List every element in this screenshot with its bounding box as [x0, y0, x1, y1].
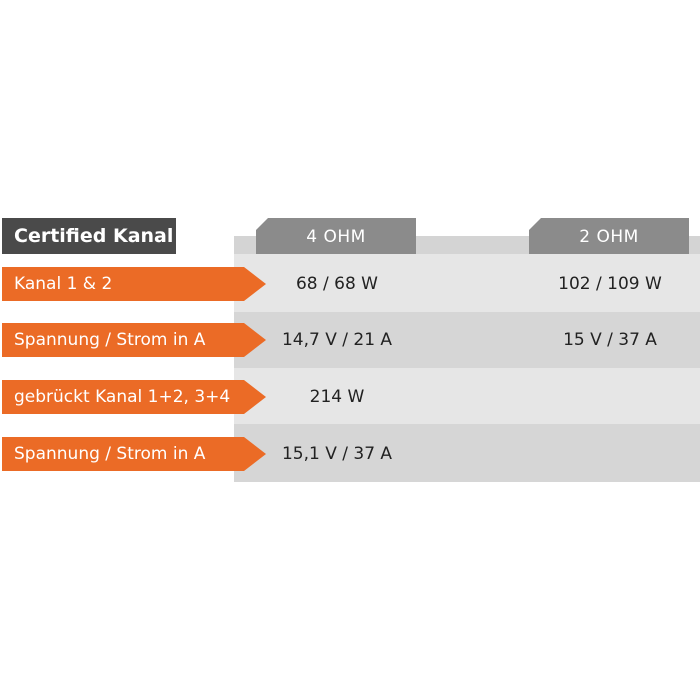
table-cell — [529, 380, 691, 414]
column-header-2-ohm: 2 OHM — [529, 218, 689, 254]
row-label-spannung-strom: Spannung / Strom in A — [2, 323, 266, 357]
table-row-band — [234, 312, 700, 368]
row-label-spannung-strom-bridged: Spannung / Strom in A — [2, 437, 266, 471]
table-row-band — [234, 368, 700, 424]
table-cell: 15 V / 37 A — [563, 330, 657, 350]
table-row-band — [234, 424, 700, 482]
table-cell: 102 / 109 W — [558, 274, 662, 294]
table-cell: 15,1 V / 37 A — [281, 444, 393, 464]
row-label-kanal: Kanal 1 & 2 — [2, 267, 266, 301]
table-title: Certified Kanal — [2, 218, 176, 254]
column-header-4-ohm: 4 OHM — [256, 218, 416, 254]
table-cell: 14,7 V / 21 A — [281, 330, 393, 350]
table-cell: 214 W — [309, 387, 365, 407]
table-cell: 68 / 68 W — [295, 274, 378, 294]
row-label-gebrueckt: gebrückt Kanal 1+2, 3+4 — [2, 380, 266, 414]
table-cell — [529, 437, 691, 471]
table-row-band — [234, 254, 700, 312]
